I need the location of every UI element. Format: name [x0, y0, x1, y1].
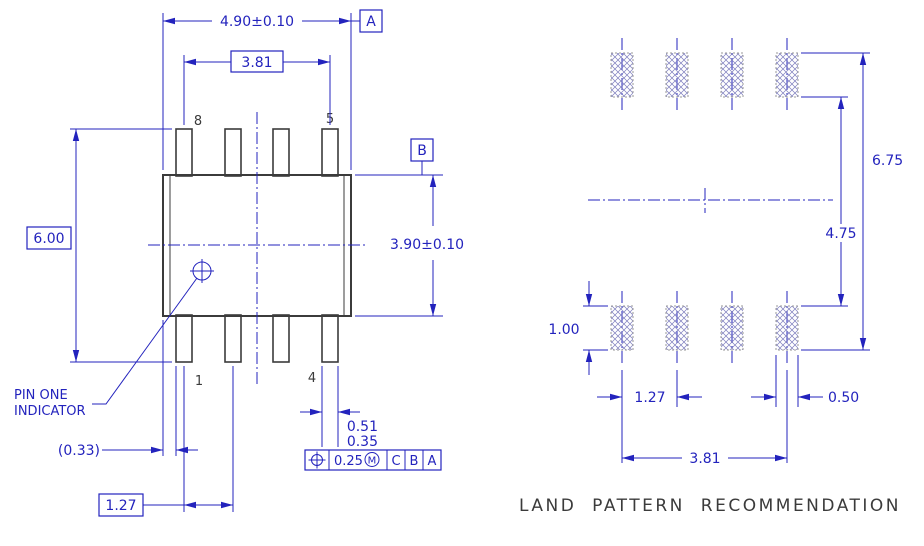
- fcf-datum-a: A: [428, 454, 437, 469]
- dim-overall-height: 6.00: [26, 128, 172, 363]
- dim-outer-height-value: 6.75: [872, 153, 903, 169]
- pin-8: [175, 128, 193, 177]
- dim-lead-width: 0.51 0.35: [300, 366, 378, 450]
- pad-bottom-1: [610, 305, 634, 351]
- position-tolerance-icon: [308, 451, 326, 469]
- datum-b-label: B: [417, 143, 427, 159]
- dim-pad-height-value: 1.00: [548, 322, 579, 338]
- fcf-datum-c: C: [391, 454, 400, 469]
- pin-1: [175, 314, 193, 363]
- package-leads-bottom: [175, 314, 339, 363]
- dim-inner-height-value: 4.75: [825, 226, 856, 242]
- pin-one-label-line1: PIN ONE: [14, 388, 68, 403]
- package-leads-top: [175, 128, 339, 177]
- pad-top-4: [775, 52, 799, 98]
- pin-3: [272, 314, 290, 363]
- dim-overall-height-value: 6.00: [33, 231, 64, 247]
- feature-control-frame: 0.25 M C B A: [304, 449, 442, 471]
- dim-pad-pitch: 1.27: [597, 370, 702, 463]
- pin-one-indicator-callout: PIN ONE INDICATOR: [14, 277, 198, 419]
- dim-pitch: 1.27: [98, 366, 234, 517]
- dim-inner-height: 4.75: [801, 96, 857, 307]
- dim-overall-height-box: [26, 226, 72, 250]
- pad-bottom-2: [665, 305, 689, 351]
- dim-overall-width: 4.90±0.10 A: [162, 9, 383, 170]
- fcf-tolerance-value: 0.25: [334, 454, 363, 469]
- pin-4: [321, 314, 339, 363]
- pin-number-8: 8: [194, 114, 202, 129]
- land-pattern-caption: LAND PATTERN RECOMMENDATION: [519, 496, 901, 516]
- pin-number-4: 4: [308, 371, 316, 386]
- pin-number-1: 1: [195, 374, 203, 389]
- land-pads: [610, 52, 799, 351]
- fcf-datum-b: B: [410, 454, 419, 469]
- dim-pitch-box: [98, 493, 144, 517]
- dim-overall-width-value: 4.90±0.10: [220, 14, 294, 30]
- pad-top-3: [720, 52, 744, 98]
- pad-top-2: [665, 52, 689, 98]
- dim-pin-span-box: [230, 50, 284, 73]
- dim-pad-span: 3.81: [622, 370, 788, 467]
- package-view: 8 5 1 4 PIN ONE INDICATOR 4.90±0.10 A: [14, 9, 464, 517]
- dim-pin-span: 3.81: [183, 50, 331, 125]
- dim-pin-span-value: 3.81: [241, 55, 272, 71]
- pin-5: [321, 128, 339, 177]
- dim-lead-width-max: 0.51: [347, 419, 378, 435]
- pad-top-1: [610, 52, 634, 98]
- pad-bottom-3: [720, 305, 744, 351]
- dim-pad-pitch-value: 1.27: [634, 390, 665, 406]
- pin-one-leader-line: [92, 277, 198, 405]
- datum-a-box: [359, 9, 383, 33]
- pin-one-label-line2: INDICATOR: [14, 404, 86, 419]
- fcf-modifier-letter: M: [368, 456, 377, 467]
- dim-lead-width-min: 0.35: [347, 434, 378, 450]
- land-pattern-view: 6.75 4.75 1.00 1.27: [519, 38, 903, 516]
- dim-pitch-value: 1.27: [105, 498, 136, 514]
- dim-pad-width: 0.50: [751, 355, 859, 407]
- pin-7: [224, 128, 242, 177]
- mmc-modifier-icon: M: [364, 452, 380, 467]
- pin-2: [224, 314, 242, 363]
- datum-a-label: A: [366, 14, 376, 30]
- dim-pad-width-value: 0.50: [828, 390, 859, 406]
- dim-outer-height: 6.75: [801, 52, 903, 351]
- dim-lead-offset-value: (0.33): [58, 443, 100, 459]
- pin-one-indicator-icon: [190, 259, 214, 283]
- dim-body-height: 3.90±0.10 B: [355, 138, 464, 317]
- dim-lead-offset: (0.33): [58, 320, 198, 459]
- pad-bottom-4: [775, 305, 799, 351]
- dim-pad-span-value: 3.81: [689, 451, 720, 467]
- dim-body-height-value: 3.90±0.10: [390, 237, 464, 253]
- dim-pad-height: 1.00: [548, 281, 608, 375]
- pin-6: [272, 128, 290, 177]
